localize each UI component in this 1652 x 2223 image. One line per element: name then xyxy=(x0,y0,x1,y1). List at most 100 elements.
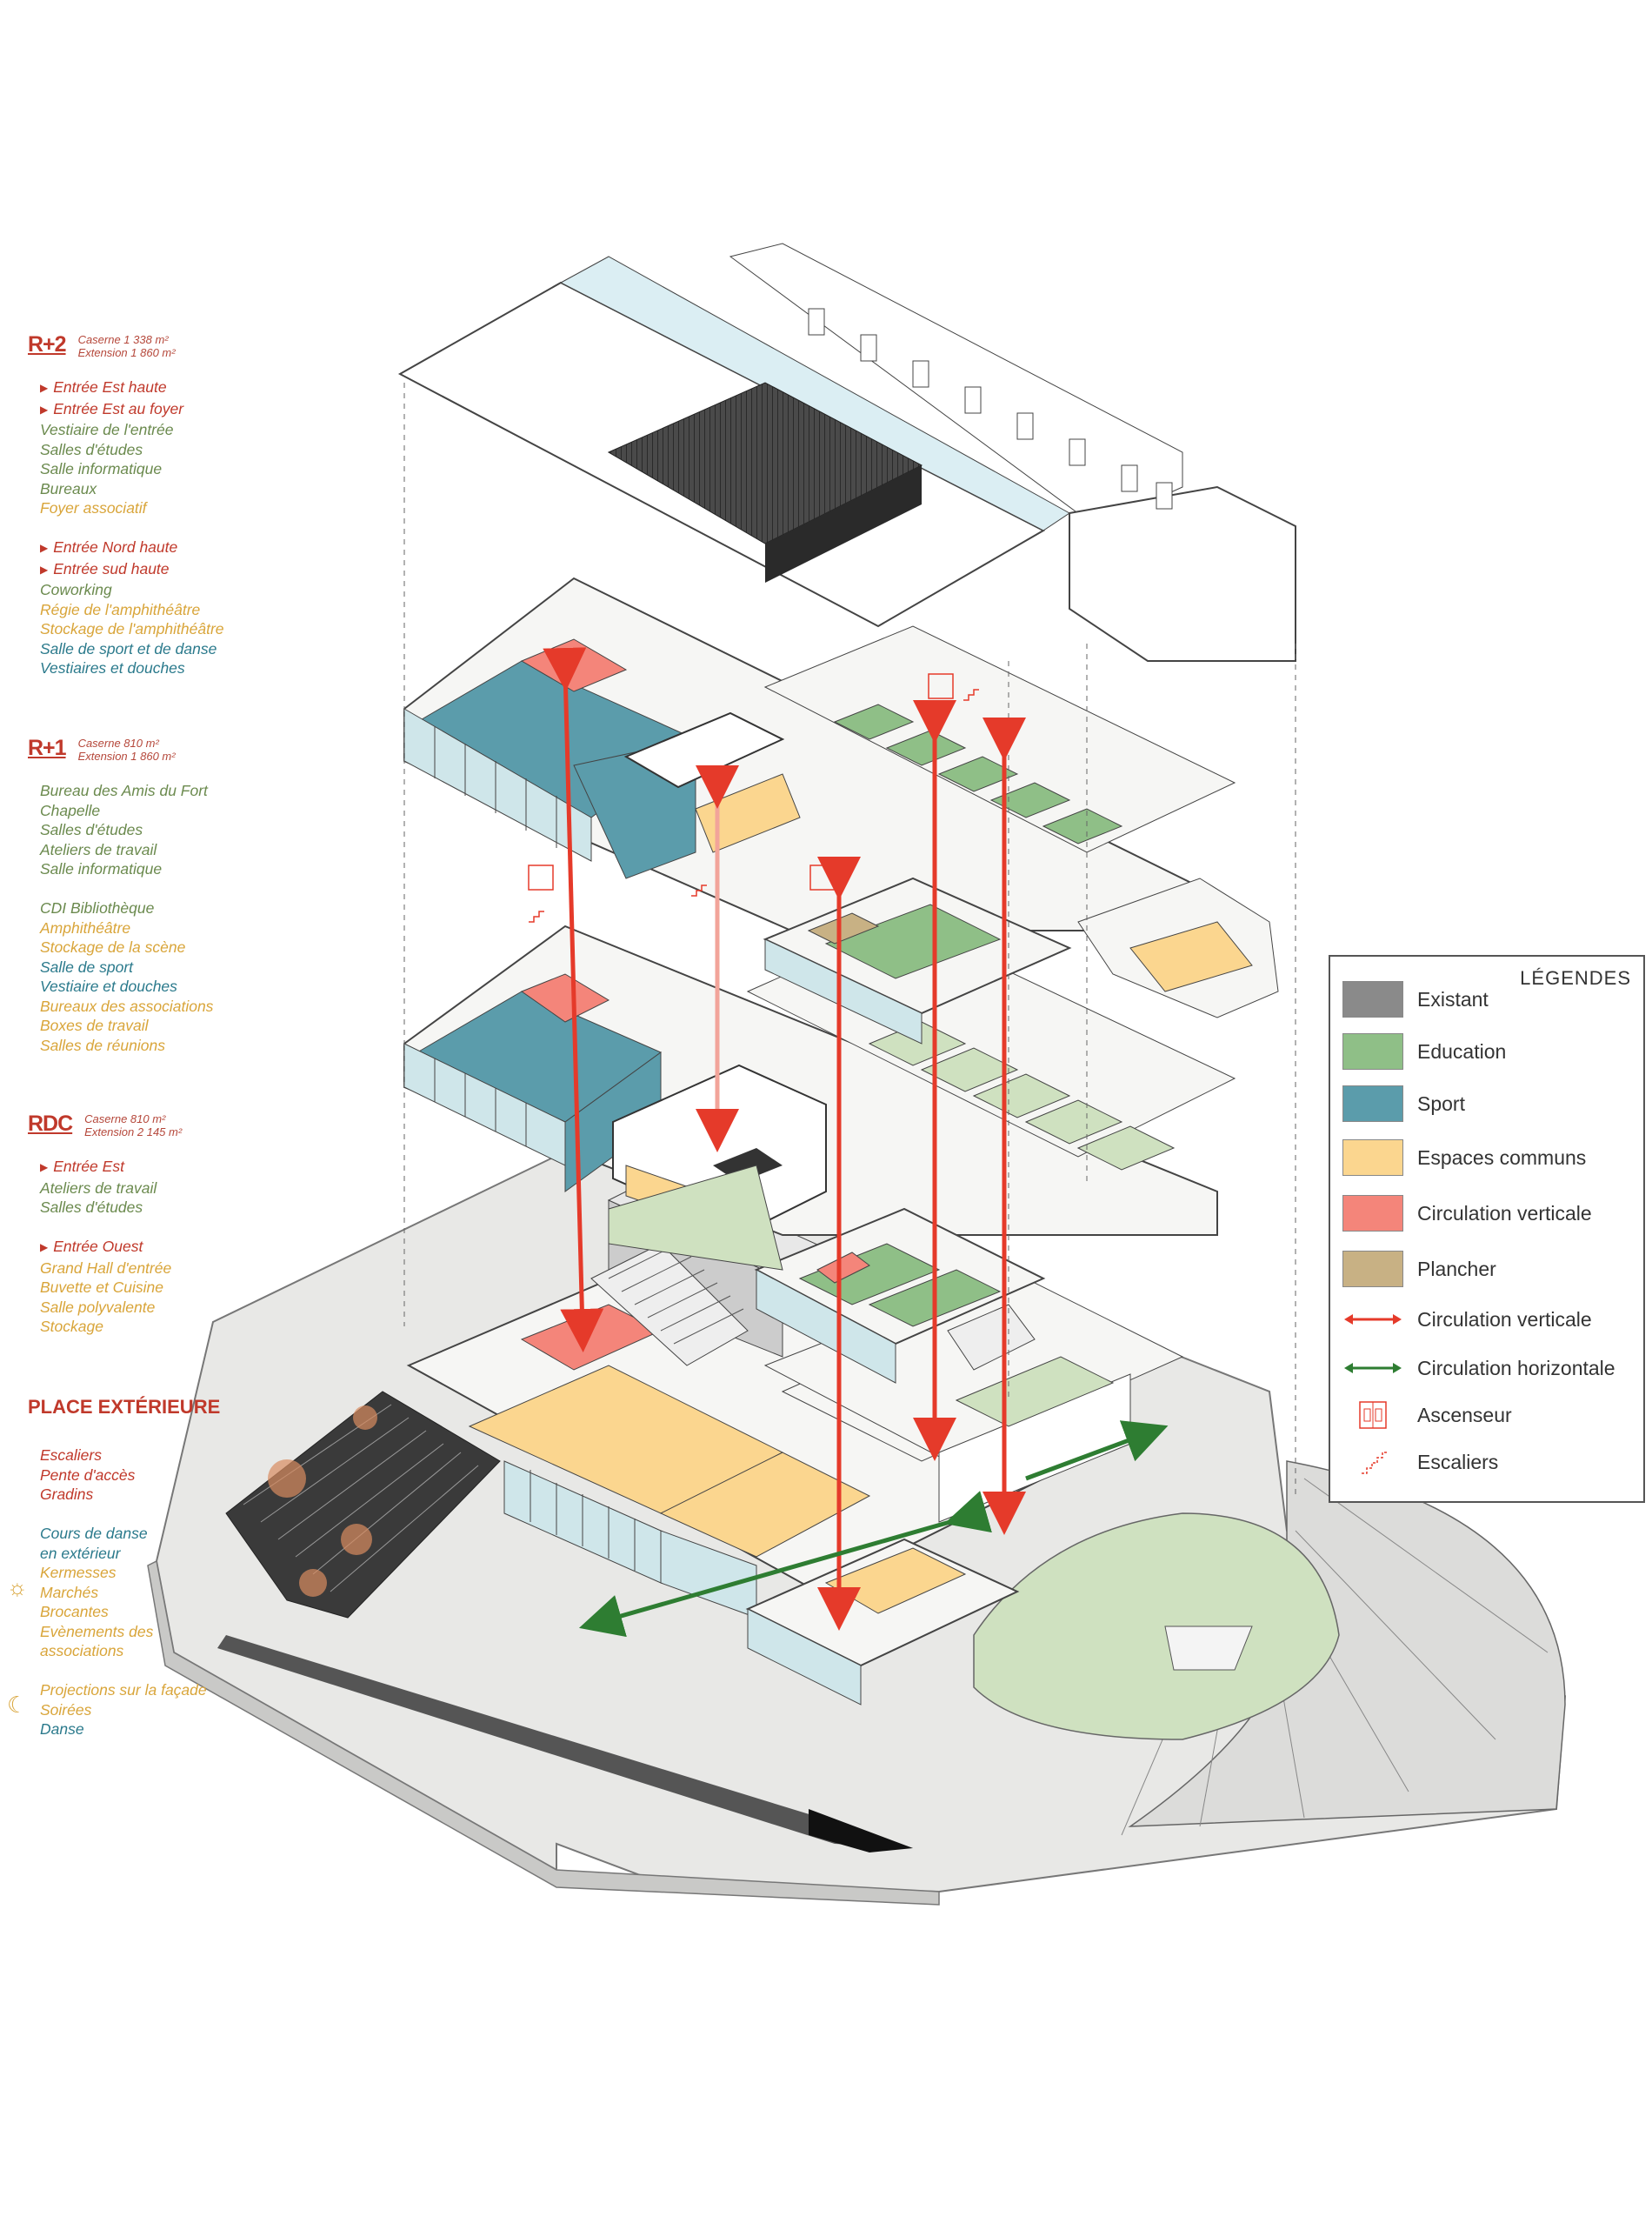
level-r1-tag: R+1 xyxy=(28,736,67,760)
legend-label: Espaces communs xyxy=(1417,1145,1587,1169)
legend-label: Escaliers xyxy=(1417,1450,1499,1473)
list-item: Kermesses xyxy=(40,1564,117,1581)
legend-label: Education xyxy=(1417,1039,1507,1063)
level-rdc-extension: Extension 2 145 m² xyxy=(84,1125,183,1138)
list-item: Foyer associatif xyxy=(40,499,147,517)
legend-label: Circulation verticale xyxy=(1417,1201,1592,1225)
legend-label: Sport xyxy=(1417,1091,1465,1115)
list-item: Entrée Est haute xyxy=(40,377,224,399)
legend-item: Escaliers xyxy=(1342,1442,1498,1482)
list-item: Escaliers xyxy=(40,1446,102,1464)
legend-label: Ascenseur xyxy=(1417,1403,1512,1426)
level-r1-caserne: Caserne 810 m² xyxy=(77,737,159,750)
list-item: Bureau des Amis du Fort xyxy=(40,782,208,799)
level-r2-tag: R+2 xyxy=(28,332,67,357)
level-r2-header: R+2 Caserne 1 338 m² Extension 1 860 m² xyxy=(28,333,176,359)
list-item: Vestiaire et douches xyxy=(40,978,177,995)
legend-swatch xyxy=(1342,981,1403,1018)
list-item: Salles d'études xyxy=(40,1198,143,1216)
list-item: Coworking xyxy=(40,581,112,598)
list-item: CDI Bibliothèque xyxy=(40,899,155,917)
list-item: Salle de sport xyxy=(40,958,134,976)
list-item: Chapelle xyxy=(40,801,101,819)
list-item: Cours de danse xyxy=(40,1525,148,1542)
list-item: Marchés xyxy=(40,1583,99,1601)
list-item: Grand Hall d'entrée xyxy=(40,1258,172,1277)
legend-swatch xyxy=(1342,1195,1403,1232)
legend-label: Circulation horizontale xyxy=(1417,1356,1615,1379)
list-item: Salle informatique xyxy=(40,860,163,878)
list-item: Entrée Est au foyer xyxy=(40,399,224,421)
list-item: Ateliers de travail xyxy=(40,840,157,858)
list-item: Stockage de l'amphithéâtre xyxy=(40,620,224,638)
legend-item: Circulation verticale xyxy=(1342,1299,1592,1339)
list-item: Vestiaires et douches xyxy=(40,659,185,677)
legend-arrow-icon xyxy=(1344,1363,1402,1373)
list-item: Ateliers de travail xyxy=(40,1178,157,1197)
list-item: Bureaux des associations xyxy=(40,997,214,1015)
list-item xyxy=(40,1218,171,1238)
list-item: Brocantes xyxy=(40,1603,109,1620)
list-item: Buvette et Cuisine xyxy=(40,1278,164,1296)
legend-label: Circulation verticale xyxy=(1417,1307,1592,1331)
legend-title: LÉGENDES xyxy=(1520,967,1631,989)
legend-item: Education xyxy=(1342,1031,1506,1071)
level-rdc-caserne: Caserne 810 m² xyxy=(84,1112,166,1125)
list-item: Salles d'études xyxy=(40,440,143,458)
list-item: Danse xyxy=(40,1720,84,1738)
list-item: Salles d'études xyxy=(40,821,143,838)
legend-label: Existant xyxy=(1417,987,1489,1011)
list-item: Salle informatique xyxy=(40,460,163,477)
legend-item: Plancher xyxy=(1342,1249,1496,1289)
level-r2-caserne: Caserne 1 338 m² xyxy=(77,333,169,346)
list-item: Projections sur la façade xyxy=(40,1681,207,1699)
list-item: Salles de réunions xyxy=(40,1036,165,1054)
list-item: Entrée Nord haute xyxy=(40,537,224,559)
horizontal-circulation-arrows xyxy=(578,1420,1169,1638)
legend-swatch xyxy=(1342,1033,1403,1070)
roof-existing xyxy=(397,243,1296,662)
list-item: associations xyxy=(40,1642,124,1659)
list-item: Stockage de la scène xyxy=(40,938,186,956)
list-item: Gradins xyxy=(40,1485,94,1503)
level-rdc-header: RDC Caserne 810 m² Extension 2 145 m² xyxy=(28,1112,182,1138)
moon-icon: ☾ xyxy=(7,1692,28,1718)
list-item: Soirées xyxy=(40,1700,92,1719)
elevator-markers xyxy=(528,673,954,891)
legend-arrow-icon xyxy=(1344,1314,1402,1325)
list-item: Amphithéâtre xyxy=(40,918,131,937)
legend-item: Existant xyxy=(1342,979,1489,1019)
list-item: Bureaux xyxy=(40,479,97,497)
list-item: Boxes de travail xyxy=(40,1017,149,1034)
legend-item: Circulation horizontale xyxy=(1342,1348,1615,1388)
bleachers xyxy=(225,1391,501,1619)
sun-icon: ☼ xyxy=(7,1574,28,1600)
level-rdc-tag: RDC xyxy=(28,1112,73,1136)
vertical-circulation-arrows xyxy=(543,647,1026,1631)
list-item xyxy=(40,518,224,538)
legend-swatch xyxy=(1342,1139,1403,1176)
legend-swatch xyxy=(1342,1251,1403,1287)
list-item: Salle polyvalente xyxy=(40,1298,156,1316)
level-r2-list: Entrée Est hauteEntrée Est au foyerVesti… xyxy=(40,377,224,678)
list-item: Régie de l'amphithéâtre xyxy=(40,600,201,618)
list-item: Entrée Ouest xyxy=(40,1237,171,1258)
list-item xyxy=(40,879,213,899)
list-item: Entrée sud haute xyxy=(40,559,224,581)
place-title: PLACE EXTÉRIEURE xyxy=(28,1396,221,1418)
list-item: en extérieur xyxy=(40,1544,121,1562)
elevator-icon xyxy=(1359,1401,1387,1429)
legend-item: Sport xyxy=(1342,1084,1465,1124)
level-r1-header: R+1 Caserne 810 m² Extension 1 860 m² xyxy=(28,737,176,763)
list-item: Evènements des xyxy=(40,1622,154,1640)
stairs-icon xyxy=(1362,1452,1388,1474)
level-r2-extension: Extension 1 860 m² xyxy=(77,346,176,359)
list-item: Stockage xyxy=(40,1318,103,1335)
list-item: Salle de sport et de danse xyxy=(40,639,217,658)
